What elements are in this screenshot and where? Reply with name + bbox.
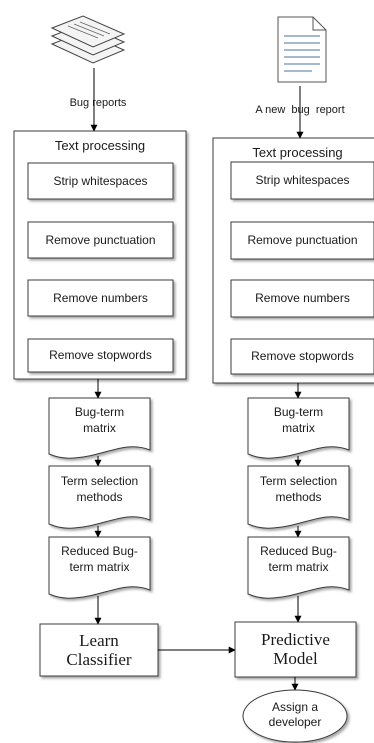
left-step-remove-punctuation: Remove punctuation (45, 233, 156, 247)
assign-developer-line2: developer (268, 715, 322, 729)
predictive-model-line1: Predictive (261, 630, 330, 649)
left-panel-title: Text processing (54, 138, 146, 153)
right-doc1-line1: Bug-term (273, 405, 324, 419)
right-term-selection-methods: Term selection methods (248, 473, 349, 505)
new-bug-report-label: A new bug report (255, 104, 345, 116)
left-doc1-line2: matrix (83, 421, 116, 435)
right-doc3-line2: term matrix (268, 560, 329, 574)
left-step-remove-numbers: Remove numbers (53, 291, 148, 305)
assign-developer-node: Assign a developer (243, 700, 347, 730)
left-bug-term-matrix: Bug-term matrix (49, 404, 150, 436)
left-doc2-line2: methods (76, 490, 123, 504)
right-step-strip-whitespaces: Strip whitespaces (255, 173, 350, 187)
right-panel-title: Text processing (252, 145, 343, 160)
assign-developer-line1: Assign a (271, 700, 319, 714)
learn-classifier-line2: Classifier (66, 650, 132, 669)
predictive-model-line2: Model (273, 649, 318, 668)
right-doc3-line1: Reduced Bug- (260, 544, 337, 558)
left-doc2-line1: Term selection (60, 474, 139, 488)
left-step-remove-stopwords: Remove stopwords (49, 348, 152, 362)
bug-reports-label: Bug reports (69, 97, 127, 109)
right-step-remove-numbers: Remove numbers (255, 291, 350, 305)
left-doc1-line1: Bug-term (74, 405, 125, 419)
right-doc2-line1: Term selection (259, 474, 338, 488)
right-step-remove-punctuation: Remove punctuation (247, 233, 358, 247)
left-term-selection-methods: Term selection methods (49, 473, 150, 505)
left-doc3-line2: term matrix (69, 560, 130, 574)
left-step-strip-whitespaces: Strip whitespaces (53, 174, 148, 188)
left-doc3-line1: Reduced Bug- (61, 544, 138, 558)
right-bug-term-matrix: Bug-term matrix (248, 404, 349, 436)
right-doc1-line2: matrix (282, 421, 315, 435)
document-stack-icon (50, 15, 126, 64)
new-document-icon (277, 16, 327, 83)
right-doc2-line2: methods (275, 490, 322, 504)
predictive-model-box: Predictive Model (235, 630, 356, 668)
right-reduced-bug-term-matrix: Reduced Bug- term matrix (248, 543, 349, 575)
left-reduced-bug-term-matrix: Reduced Bug- term matrix (49, 543, 150, 575)
right-step-remove-stopwords: Remove stopwords (251, 349, 354, 363)
learn-classifier-line1: Learn (79, 631, 119, 650)
learn-classifier-box: Learn Classifier (40, 631, 158, 669)
